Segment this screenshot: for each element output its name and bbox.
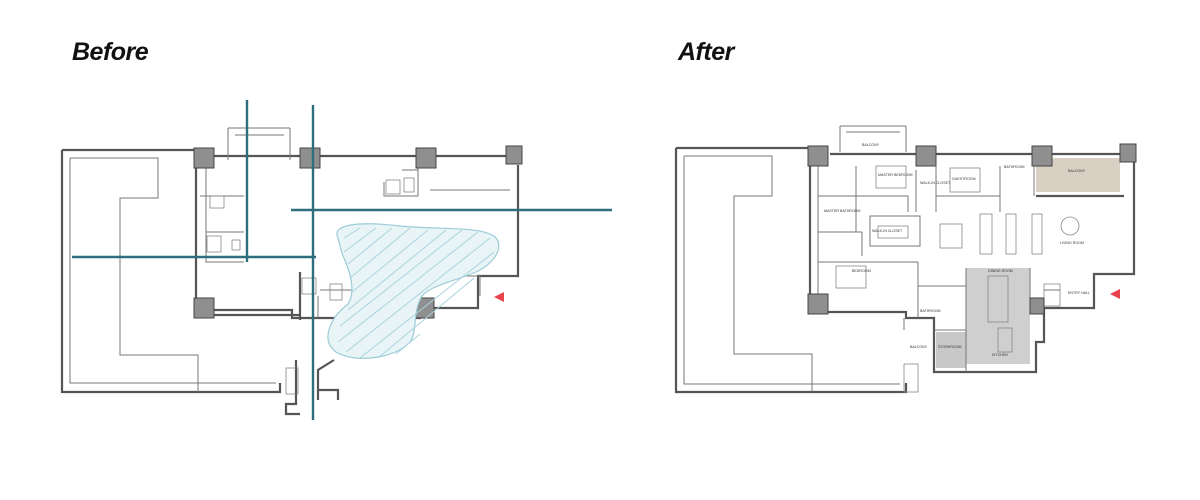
before-terrace-outline xyxy=(60,148,282,394)
before-fixture-7 xyxy=(329,283,343,301)
before-column xyxy=(193,147,215,169)
after-sofa-2 xyxy=(1005,213,1017,255)
before-column xyxy=(193,297,215,319)
before-heading: Before xyxy=(72,38,149,66)
room-label-living-room: LIVING ROOM xyxy=(1060,241,1084,245)
before-fixture-4 xyxy=(385,179,401,195)
room-label-master-bedroom: MASTER BEDROOM xyxy=(878,173,913,177)
room-label-walk-in-closet-2: WALK-IN CLOSET xyxy=(872,229,903,233)
room-label-walk-in-closet-1: WALK-IN CLOSET xyxy=(920,181,951,185)
after-sofa-1 xyxy=(979,213,993,255)
after-terrace-inner xyxy=(683,155,900,392)
entry-arrow-icon xyxy=(1110,289,1120,299)
room-label-balcony-top: BALCONY xyxy=(862,143,880,147)
before-fixture-3 xyxy=(231,239,241,251)
before-fixture-5 xyxy=(403,177,415,193)
after-column xyxy=(807,293,829,315)
room-label-entry-hall: ENTRY HALL xyxy=(1068,291,1090,295)
after-bed-master xyxy=(875,165,907,189)
room-label-master-bathroom: MASTER BATHROOM xyxy=(824,209,860,213)
room-label-bathroom: BATHROOM xyxy=(920,309,941,313)
after-main-walls xyxy=(808,152,1136,374)
before-sketch-hatching xyxy=(337,227,495,359)
entry-arrow-icon xyxy=(494,292,504,302)
before-axis-lines xyxy=(72,100,612,420)
after-terrace-outline xyxy=(674,146,908,394)
before-floor-plan xyxy=(60,100,612,420)
room-label-bedroom: BEDROOM xyxy=(852,269,871,273)
room-label-guestroom: GUESTROOM xyxy=(952,177,976,181)
after-column xyxy=(915,145,937,167)
after-column xyxy=(1119,143,1137,163)
before-column xyxy=(505,145,523,165)
after-entry-cabinet xyxy=(1043,283,1061,307)
before-column xyxy=(415,147,437,169)
after-dining-table xyxy=(987,275,1009,323)
after-inner-walls xyxy=(817,125,1060,372)
before-fixture-2 xyxy=(206,235,222,253)
after-storeroom-floor xyxy=(936,332,966,368)
room-label-kitchen: KITCHEN xyxy=(992,353,1008,357)
before-terrace-inner xyxy=(69,157,276,392)
after-sofa-3 xyxy=(1031,213,1043,255)
before-column xyxy=(299,147,321,169)
room-label-dining-room: DINING ROOM xyxy=(988,269,1013,273)
after-kitchen-island xyxy=(997,327,1013,353)
after-bed-bedroom xyxy=(835,265,867,289)
after-fixture-lower xyxy=(903,363,919,393)
before-sketch-blob xyxy=(327,223,500,359)
after-column xyxy=(1029,297,1045,315)
after-floor-plan: BALCONY MASTER BEDROOM WALK-IN CLOSET GU… xyxy=(674,125,1137,394)
before-fixture-1 xyxy=(209,195,225,209)
after-column xyxy=(1031,145,1053,167)
after-round-table xyxy=(1060,216,1080,236)
room-label-storeroom: STOREROOM xyxy=(938,345,962,349)
after-closet-island xyxy=(877,225,909,239)
after-column xyxy=(807,145,829,167)
room-label-balcony-bottom: BALCONY xyxy=(910,345,928,349)
after-cabinet xyxy=(939,223,963,249)
room-label-bathroom-top: BATHROOM xyxy=(1004,165,1025,169)
before-fixture-8 xyxy=(285,367,299,395)
after-bed-guest xyxy=(949,167,981,193)
before-fixture-6 xyxy=(301,277,317,295)
after-heading: After xyxy=(678,38,734,66)
room-label-balcony-right: BALCONY xyxy=(1068,169,1086,173)
